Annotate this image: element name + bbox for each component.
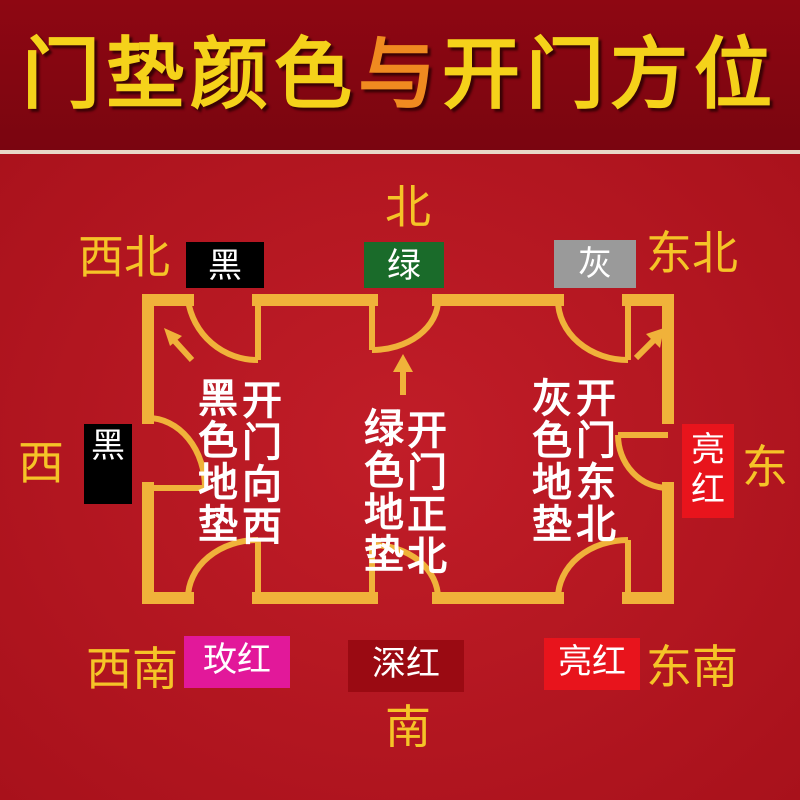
tag-black-northwest: 黑 (186, 242, 264, 288)
direction-northwest: 西北 (78, 230, 170, 284)
door-swing-nw (185, 299, 259, 364)
door-swing-w (147, 415, 208, 489)
direction-north: 北 (385, 180, 431, 234)
door-swing-sw (185, 537, 259, 599)
direction-arrows (164, 328, 664, 395)
direction-west: 西 (18, 436, 64, 490)
label-right-door: 开门东北 (576, 376, 616, 548)
arrow-northwest (164, 328, 195, 363)
tag-bright-red-east: 亮红 (682, 424, 734, 518)
tag-black-west: 黑 (84, 424, 132, 504)
label-left-mat: 黑色地垫 (198, 376, 238, 548)
direction-south: 南 (385, 700, 431, 754)
tag-dark-red-south: 深红 (348, 640, 464, 692)
direction-northeast: 东北 (646, 226, 738, 280)
door-swing-e (615, 434, 669, 491)
tag-rose-southwest: 玫红 (184, 636, 290, 688)
title-part-3: 开门方位 (442, 30, 779, 120)
label-right-mat: 灰色地垫 (532, 376, 572, 548)
direction-east: 东 (742, 440, 788, 494)
doors (147, 299, 669, 599)
title-part-2: 与 (357, 30, 442, 120)
arrow-north (393, 354, 413, 395)
door-swing-ne (555, 299, 629, 363)
label-center-mat: 绿色地垫 (364, 406, 404, 578)
direction-southeast: 东南 (646, 640, 738, 694)
door-swing-se (555, 537, 629, 599)
tag-green-north: 绿 (364, 242, 444, 288)
door-swing-s (371, 542, 441, 599)
label-center-door: 开门正北 (407, 408, 447, 580)
page-title: 门垫颜色与开门方位 (0, 30, 800, 120)
title-part-1: 门垫颜色 (21, 30, 358, 120)
arrow-northeast (633, 328, 664, 361)
room-walls (142, 294, 674, 604)
direction-southwest: 西南 (86, 642, 178, 696)
door-swing-n (371, 299, 441, 353)
header-banner: 门垫颜色与开门方位 (0, 0, 800, 154)
tag-bright-red-southeast: 亮红 (544, 638, 640, 690)
tag-gray-northeast: 灰 (554, 240, 636, 288)
label-left-door: 开门向西 (242, 378, 282, 550)
